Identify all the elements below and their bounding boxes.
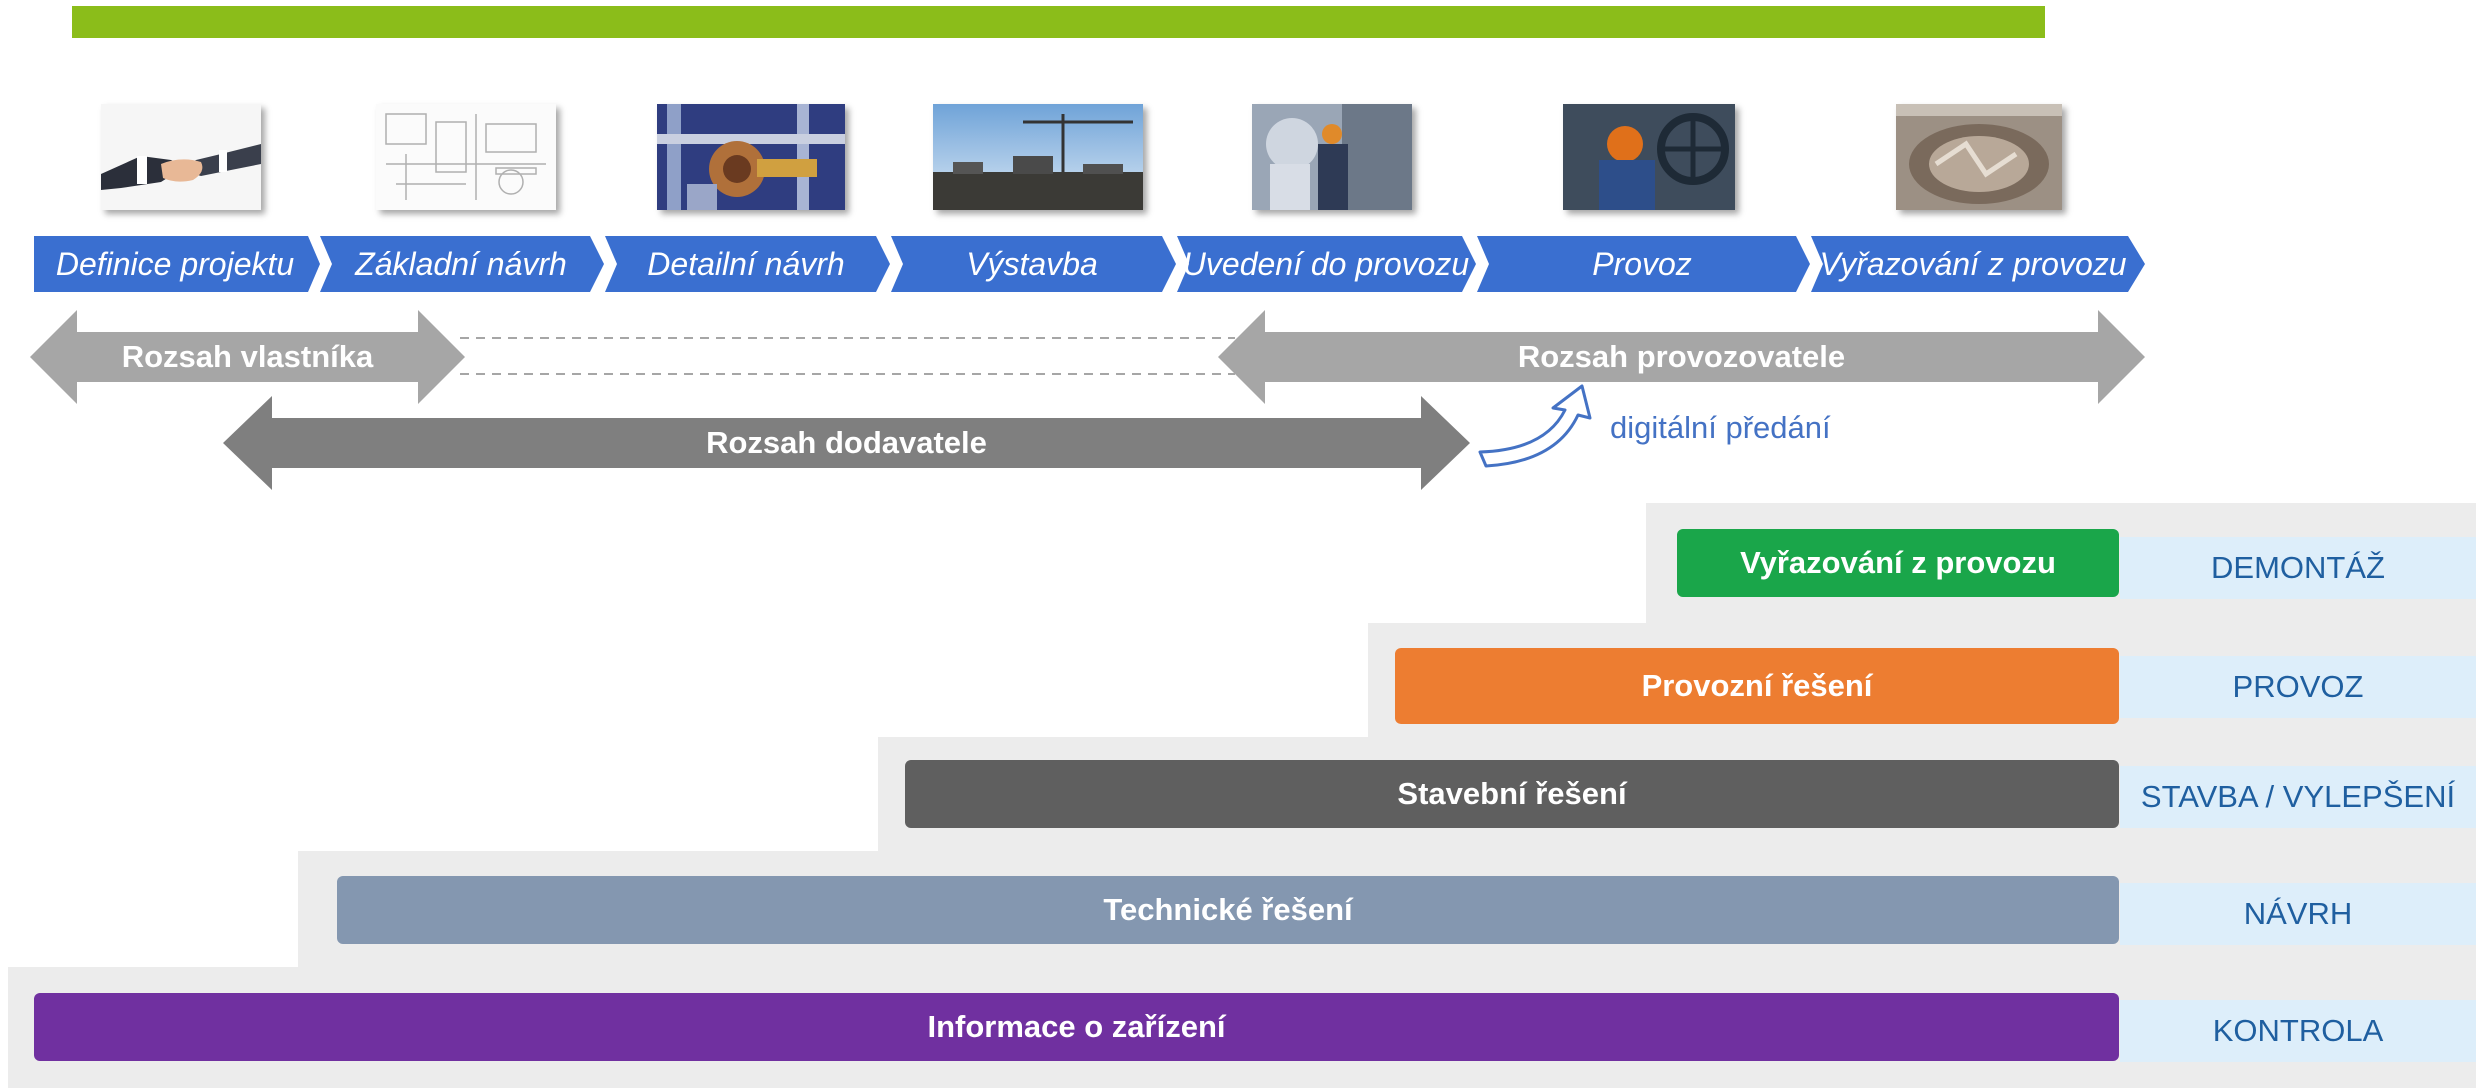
operator-scope-label: Rozsah provozovatele [1517, 339, 1846, 374]
handover-label: digitální předání [1610, 410, 1831, 445]
phase-image-construction [933, 104, 1143, 210]
phase-label-1: Definice projektu [55, 245, 295, 282]
layer-bar-operational: Provozní řešení [1395, 648, 2119, 724]
phase-label-2: Základní návrh [355, 245, 567, 282]
layer-bar-construction: Stavební řešení [905, 760, 2119, 828]
side-label-provoz: PROVOZ [2120, 656, 2476, 718]
side-label-kontrola: KONTROLA [2120, 1000, 2476, 1062]
side-label-navrh: NÁVRH [2120, 883, 2476, 945]
phase-label-4: Výstavba [966, 245, 1098, 282]
supplier-scope-label: Rozsah dodavatele [706, 425, 987, 460]
phase-image-commissioning [1252, 104, 1412, 210]
header-accent-bar [72, 6, 2045, 38]
phase-image-handshake [101, 104, 261, 210]
phase-label-3: Detailní návrh [647, 245, 845, 282]
phase-label-5: Uvedení do provozu [1182, 245, 1470, 282]
side-label-demontaz: DEMONTÁŽ [2120, 537, 2476, 599]
phase-image-operation [1563, 104, 1735, 210]
layer-bar-decommissioning: Vyřazování z provozu [1677, 529, 2119, 597]
layer-bar-technical: Technické řešení [337, 876, 2119, 944]
layer-bar-asset-information: Informace o zařízení [34, 993, 2119, 1061]
phase-label-6: Provoz [1592, 245, 1692, 282]
handover-arrow [1478, 384, 1592, 468]
owner-scope-label: Rozsah vlastníka [121, 339, 374, 374]
phase-image-piping [657, 104, 845, 210]
phase-image-decommissioning [1896, 104, 2062, 210]
phase-label-7: Vyřazování z provozu [1819, 245, 2127, 282]
side-label-stavba: STAVBA / VYLEPŠENÍ [2120, 766, 2476, 828]
phase-image-blueprint [376, 104, 556, 210]
